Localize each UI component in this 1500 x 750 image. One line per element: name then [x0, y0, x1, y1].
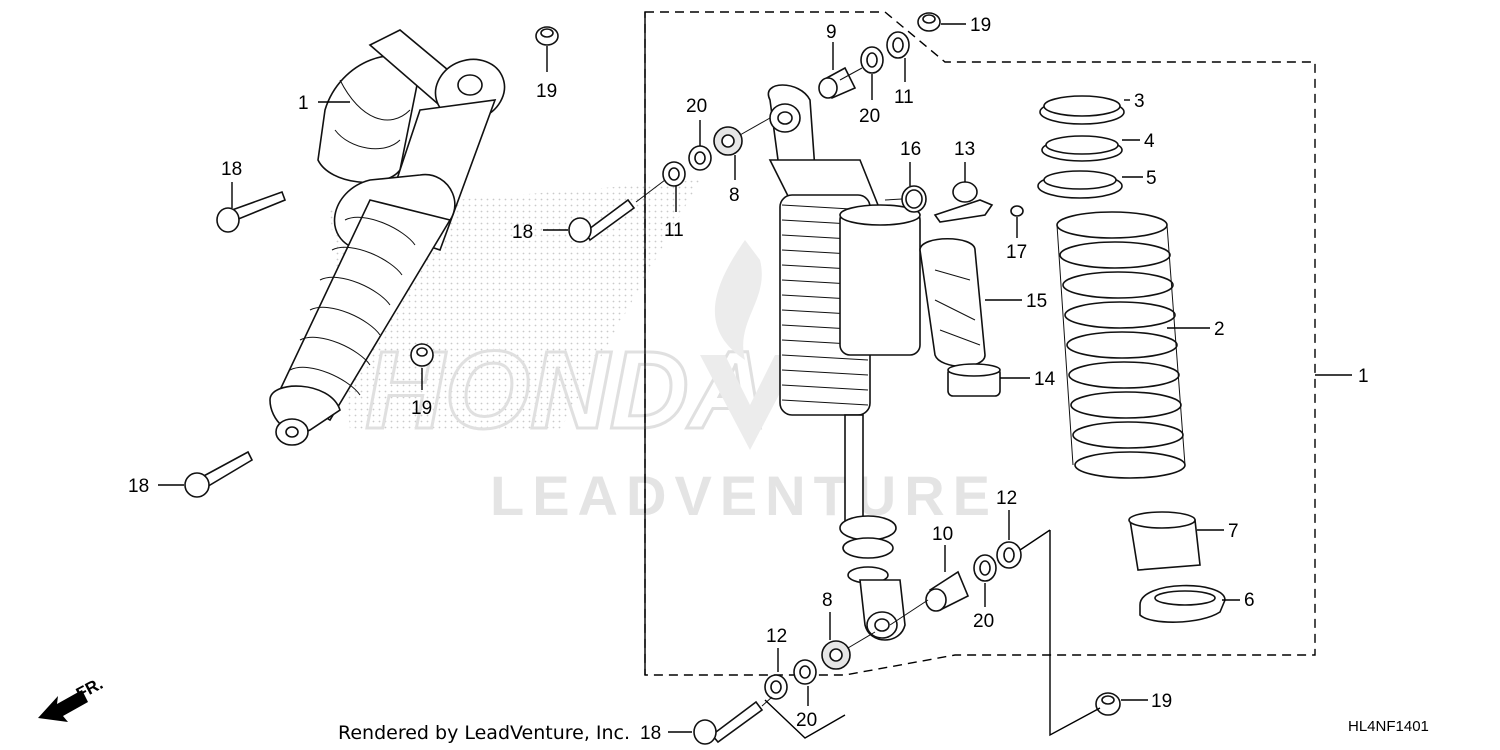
- callout-5: 5: [1146, 168, 1157, 189]
- bolt-18-bottom: [693, 700, 764, 745]
- callout-20-top: 20: [859, 106, 880, 127]
- callout-10: 10: [932, 524, 953, 545]
- bearing-8-upper: [713, 126, 743, 156]
- bolt-18-center: [568, 198, 636, 243]
- front-direction-indicator: FR.: [38, 674, 106, 722]
- spring-2: [1056, 211, 1186, 479]
- callout-19-mid-left: 19: [411, 398, 432, 419]
- callout-15: 15: [1026, 291, 1047, 312]
- callout-4: 4: [1144, 131, 1155, 152]
- callout-20-upper: 20: [686, 96, 707, 117]
- callout-18-center: 18: [512, 222, 533, 243]
- callout-1-left: 1: [298, 93, 309, 114]
- washer-11-lower: [662, 161, 686, 187]
- band-14: [947, 363, 1001, 397]
- nut-19-top-right: [917, 12, 941, 32]
- knob-13: [933, 181, 994, 223]
- seal-20-lower: [793, 659, 817, 685]
- leadventure-watermark-text: LEADVENTURE: [490, 464, 998, 527]
- nut-4: [1041, 135, 1123, 162]
- leader-lines: [158, 23, 1352, 739]
- callout-numbers: 1 19 18 19 18 20 8 18 11 9 20 11 19 16 1…: [128, 15, 1369, 744]
- callout-9: 9: [826, 22, 837, 43]
- washer-12-right: [996, 541, 1022, 569]
- front-arrow-icon: [38, 690, 88, 722]
- screw-17: [1010, 205, 1024, 217]
- adapter-7: [1128, 511, 1201, 571]
- callout-13: 13: [954, 139, 975, 160]
- shock-body-illustration: [767, 84, 921, 641]
- callout-17: 17: [1006, 242, 1027, 263]
- rendered-by-text: Rendered by LeadVenture, Inc.: [338, 722, 630, 744]
- bolt-18-left-upper: [216, 190, 287, 233]
- seal-20-upper: [688, 145, 712, 171]
- assembly-boundary: [644, 11, 1316, 676]
- callout-20-right: 20: [973, 611, 994, 632]
- collar-10: [925, 570, 970, 612]
- seal-20-right: [973, 554, 997, 582]
- callout-18-left-lower: 18: [128, 476, 149, 497]
- callout-14: 14: [1034, 369, 1056, 390]
- seal-20-top: [860, 46, 884, 74]
- callout-7: 7: [1228, 521, 1239, 542]
- callout-11-lower: 11: [664, 220, 684, 241]
- retainer-6: [1139, 584, 1226, 623]
- callout-6: 6: [1244, 590, 1255, 611]
- assembled-shock-illustration: [269, 29, 506, 446]
- diagram-code: HL4NF1401: [1348, 718, 1429, 735]
- callout-8-upper: 8: [729, 185, 740, 206]
- callout-1-right: 1: [1358, 366, 1369, 387]
- decal-sleeve-15: [919, 237, 986, 367]
- callout-16: 16: [900, 139, 921, 160]
- nut-19-top-left: [535, 26, 559, 46]
- callout-12-lower: 12: [766, 626, 787, 647]
- nut-3: [1039, 95, 1125, 125]
- callout-2: 2: [1214, 319, 1225, 340]
- collar-9: [818, 66, 857, 100]
- callout-8-lower: 8: [822, 590, 833, 611]
- callout-18-bottom: 18: [640, 723, 661, 744]
- callout-11-top: 11: [894, 87, 914, 108]
- callout-3: 3: [1134, 91, 1145, 112]
- nut-19-mid-left: [410, 343, 434, 367]
- bolt-18-left-lower: [184, 450, 254, 498]
- bearing-8-lower: [821, 640, 851, 670]
- callout-18-left-upper: 18: [221, 159, 242, 180]
- callout-19-bottom-right: 19: [1151, 691, 1172, 712]
- bushing-5: [1037, 170, 1123, 199]
- callout-19-top-right: 19: [970, 15, 991, 36]
- leadventure-logo-watermark: LEADVENTURE: [490, 240, 998, 527]
- washer-12-lower: [764, 674, 788, 700]
- washer-11-top: [886, 31, 910, 59]
- o-ring-16: [901, 185, 927, 213]
- callout-20-lower: 20: [796, 710, 817, 731]
- nut-19-bottom-right: [1095, 692, 1121, 716]
- callout-19-top-left: 19: [536, 81, 557, 102]
- callout-12-right: 12: [996, 488, 1017, 509]
